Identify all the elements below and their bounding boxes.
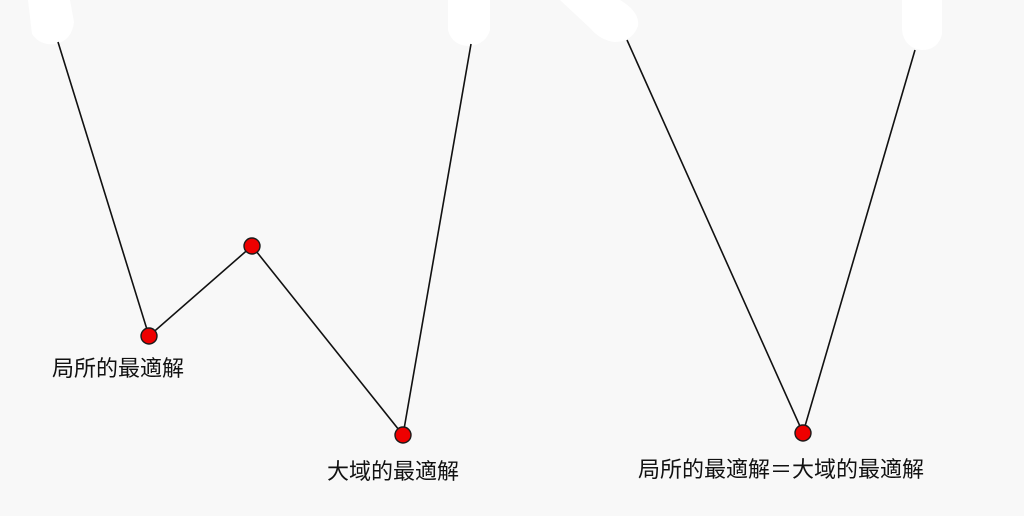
left-global-minimum-point — [394, 426, 412, 444]
left-diagram: 局所的最適解 大域的最適解 — [28, 0, 490, 485]
right-diagram: 局所的最適解＝大域的最適解 — [560, 0, 942, 483]
left-top-blob-a — [28, 0, 74, 45]
right-top-blob-a — [560, 0, 639, 42]
left-local-minimum-point — [140, 327, 158, 345]
global-optimum-label: 大域的最適解 — [327, 460, 459, 485]
left-peak-point — [243, 237, 261, 255]
right-optimum-point — [794, 424, 812, 442]
right-top-blob-b — [902, 0, 942, 50]
left-top-blob-b — [448, 0, 490, 46]
local-optimum-label: 局所的最適解 — [52, 357, 184, 382]
combined-optimum-label: 局所的最適解＝大域的最適解 — [638, 458, 924, 483]
